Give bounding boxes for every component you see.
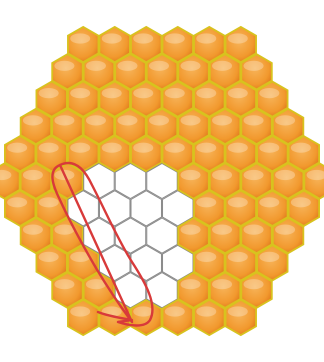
hex-cell-grid [0, 27, 324, 335]
